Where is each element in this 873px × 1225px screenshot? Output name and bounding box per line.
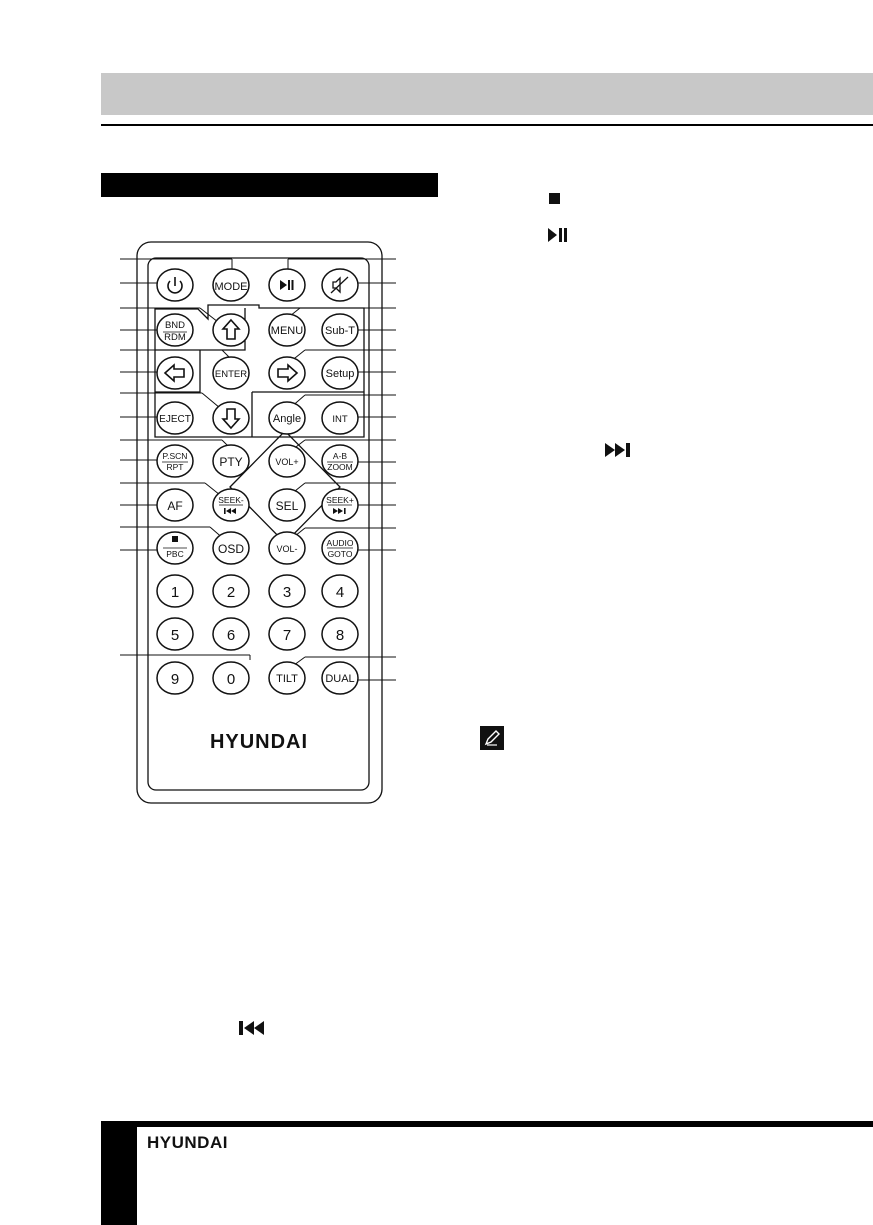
stop-icon bbox=[549, 193, 560, 204]
left-arrow-icon bbox=[163, 363, 185, 383]
rpt-label: RPT bbox=[167, 462, 184, 472]
mode-button bbox=[212, 268, 250, 302]
num-3-button bbox=[268, 574, 306, 608]
header-band bbox=[101, 73, 873, 115]
num-1-label: 1 bbox=[171, 584, 179, 601]
num-8-button bbox=[321, 617, 359, 651]
osd-label: OSD bbox=[218, 542, 244, 556]
remote-brand-logo: HYUNDAI bbox=[210, 731, 308, 753]
play-pause-icon bbox=[548, 228, 567, 242]
num-0-button bbox=[212, 661, 250, 695]
pbc-label: PBC bbox=[166, 549, 183, 559]
setup-button bbox=[321, 356, 359, 390]
note-pen-icon bbox=[480, 726, 504, 750]
left-leader-lines bbox=[120, 258, 251, 660]
mute-icon bbox=[330, 276, 349, 294]
rdm-label: RDM bbox=[164, 332, 186, 343]
previous-track-icon bbox=[239, 1021, 264, 1035]
num-6-label: 6 bbox=[227, 627, 235, 644]
eject-label: EJECT bbox=[159, 414, 191, 425]
subt-label: Sub-T bbox=[325, 325, 355, 337]
enter-button bbox=[212, 356, 250, 390]
angle-button bbox=[268, 401, 306, 435]
mode-label: MODE bbox=[215, 281, 248, 293]
pscn-label: P.SCN bbox=[163, 451, 188, 461]
num-7-label: 7 bbox=[283, 627, 291, 644]
vol-up-button bbox=[268, 444, 306, 478]
header-rule bbox=[101, 124, 873, 126]
setup-label: Setup bbox=[326, 368, 355, 380]
tilt-label: TILT bbox=[276, 673, 298, 685]
int-label: INT bbox=[332, 414, 348, 425]
bnd-label: BND bbox=[165, 320, 185, 331]
audio-label: AUDIO bbox=[327, 538, 354, 548]
tilt-button bbox=[268, 661, 306, 695]
bnd-rdm-button bbox=[156, 313, 194, 347]
ab-label: A-B bbox=[333, 451, 348, 461]
down-arrow-icon bbox=[221, 408, 241, 430]
section-title-bar bbox=[101, 173, 438, 197]
num-7-button bbox=[268, 617, 306, 651]
num-9-button bbox=[156, 661, 194, 695]
goto-label: GOTO bbox=[328, 549, 353, 559]
eject-button bbox=[156, 401, 194, 435]
nav-block-outline bbox=[154, 304, 365, 438]
int-button bbox=[321, 401, 359, 435]
next-track-icon bbox=[605, 443, 630, 457]
zoom-label: ZOOM bbox=[327, 462, 353, 472]
num-6-button bbox=[212, 617, 250, 651]
af-label: AF bbox=[167, 499, 182, 513]
num-0-label: 0 bbox=[227, 671, 235, 688]
down-button bbox=[212, 401, 250, 435]
menu-button bbox=[268, 313, 306, 347]
angle-label: Angle bbox=[273, 413, 301, 425]
seek-down-label: SEEK- bbox=[218, 495, 244, 505]
num-2-button bbox=[212, 574, 250, 608]
right-button bbox=[268, 356, 306, 390]
num-9-label: 9 bbox=[171, 671, 179, 688]
small-button-glyphs bbox=[172, 508, 346, 542]
num-3-label: 3 bbox=[283, 584, 291, 601]
play-pause-small-icon bbox=[280, 280, 294, 290]
footer-brand-logo: HYUNDAI bbox=[147, 1133, 228, 1152]
pty-label: PTY bbox=[219, 455, 242, 469]
menu-label: MENU bbox=[271, 325, 303, 337]
up-button bbox=[212, 313, 250, 347]
vol-up-label: VOL+ bbox=[275, 457, 298, 467]
num-8-label: 8 bbox=[336, 627, 344, 644]
seek-vol-diamond bbox=[229, 430, 341, 544]
num-4-button bbox=[321, 574, 359, 608]
left-button bbox=[156, 356, 194, 390]
af-button bbox=[156, 488, 194, 522]
pscn-rpt-button bbox=[156, 444, 194, 478]
remote-faceplate bbox=[147, 257, 370, 791]
enter-label: ENTER bbox=[215, 369, 247, 380]
num-5-label: 5 bbox=[171, 627, 179, 644]
sel-button bbox=[268, 488, 306, 522]
vol-down-label: VOL- bbox=[276, 544, 297, 554]
pty-button bbox=[212, 444, 250, 478]
num-2-label: 2 bbox=[227, 584, 235, 601]
osd-button bbox=[212, 531, 250, 565]
sel-label: SEL bbox=[276, 499, 299, 513]
subt-button bbox=[321, 313, 359, 347]
num-1-button bbox=[156, 574, 194, 608]
dual-button bbox=[321, 661, 359, 695]
up-arrow-icon bbox=[221, 318, 241, 340]
footer-bar bbox=[101, 1121, 873, 1127]
num-5-button bbox=[156, 617, 194, 651]
right-arrow-icon bbox=[277, 363, 299, 383]
remote-body bbox=[136, 241, 383, 804]
num-4-label: 4 bbox=[336, 584, 344, 601]
vol-down-button bbox=[268, 531, 306, 565]
footer-side-block bbox=[101, 1121, 137, 1225]
button-labels: MODE BND RDM MENU Sub-T ENTER Setup EJEC… bbox=[159, 281, 355, 753]
dual-label: DUAL bbox=[325, 673, 354, 685]
seek-up-label: SEEK+ bbox=[326, 495, 354, 505]
ab-zoom-button bbox=[321, 444, 359, 478]
power-icon bbox=[167, 277, 183, 294]
